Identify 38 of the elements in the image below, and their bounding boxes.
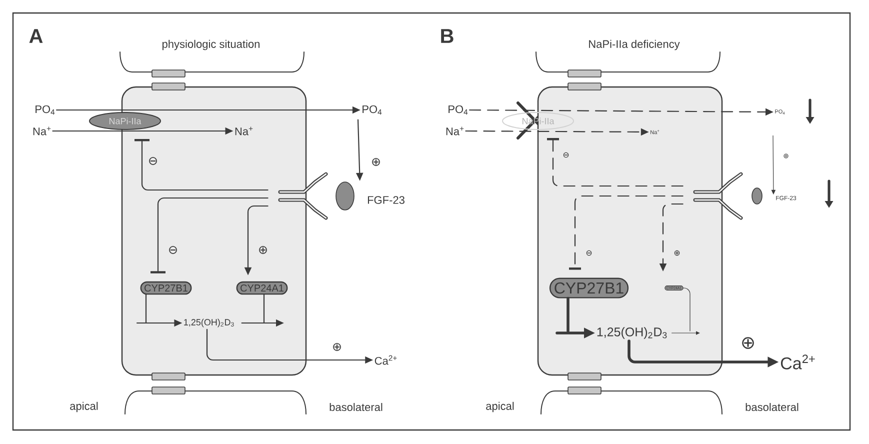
ion-label: Na$^{+}$ bbox=[33, 126, 51, 136]
ion-label: Na$^{+}$ bbox=[446, 126, 464, 136]
panel-letter: A bbox=[29, 29, 43, 43]
arrow bbox=[150, 197, 268, 274]
enzyme-pill: CYP27B1 bbox=[549, 278, 629, 298]
enzyme-pill: CYP24A1 bbox=[236, 281, 288, 295]
side-label: basolateral bbox=[746, 402, 798, 412]
edge-label: ⊕ bbox=[674, 250, 680, 256]
ion-label: Na$^{+}$ bbox=[235, 126, 253, 136]
receptor-drawing bbox=[278, 172, 354, 220]
arrow bbox=[134, 139, 268, 191]
edge-label: ⊖ bbox=[563, 152, 569, 158]
ion-label: Ca$^{2+}$ bbox=[780, 354, 815, 370]
panel-letter: B bbox=[441, 29, 454, 43]
side-label: basolateral bbox=[330, 402, 382, 412]
edge-label: ⊖ bbox=[149, 157, 157, 165]
arrow bbox=[672, 331, 700, 335]
metabolite-label: 1,25(OH)$_{2}$D$_{3}$ bbox=[597, 327, 667, 339]
receptor-drawing bbox=[693, 172, 762, 220]
ion-label: PO$_{4}$ bbox=[362, 105, 382, 115]
ion-label: Ca$^{2+}$ bbox=[374, 355, 397, 365]
panel-title: physiologic situation bbox=[162, 40, 260, 50]
arrow bbox=[569, 195, 684, 270]
edge-label: ⊖ bbox=[169, 246, 177, 254]
edge-label: ⊕ bbox=[372, 158, 380, 166]
metabolite-label: 1,25(OH)$_{2}$D$_{3}$ bbox=[184, 318, 234, 328]
edge-label: ⊕ bbox=[742, 337, 754, 349]
side-label: apical bbox=[486, 402, 514, 412]
edge-label: ⊖ bbox=[586, 250, 592, 256]
edge-label: ⊕ bbox=[259, 246, 267, 254]
edge-label: ⊕ bbox=[333, 343, 341, 351]
ion-label: PO$_{4}$ bbox=[448, 105, 468, 115]
hormone-label: FGF-23 bbox=[368, 196, 404, 204]
side-label: apical bbox=[70, 402, 98, 412]
enzyme-pill: CYP27B1 bbox=[140, 281, 192, 295]
ion-label: PO$_{4}$ bbox=[36, 105, 55, 115]
panel-title: NaPi-IIa deficiency bbox=[589, 40, 680, 50]
arrow bbox=[547, 138, 684, 187]
